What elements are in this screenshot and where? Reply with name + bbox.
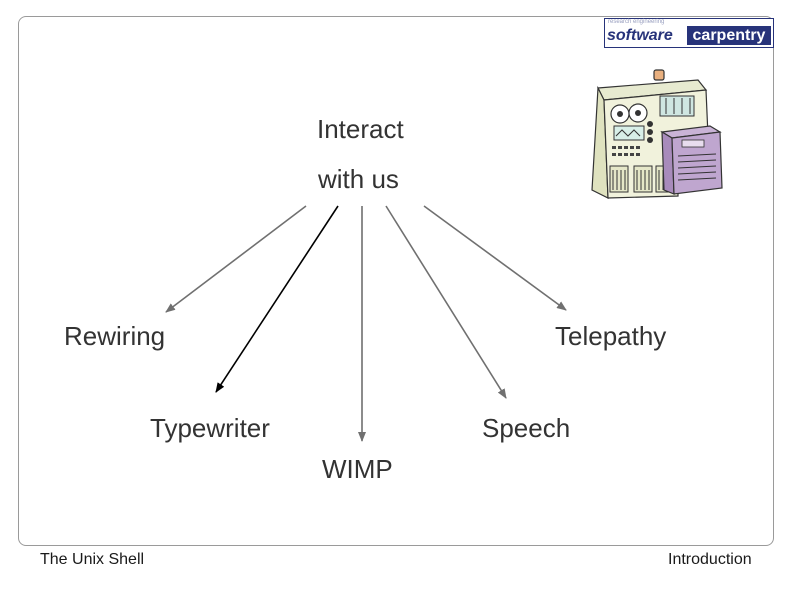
arrow-to-telepathy <box>423 205 567 311</box>
node-rewiring: Rewiring <box>64 321 166 351</box>
footer-left: The Unix Shell <box>40 551 145 568</box>
node-speech: Speech <box>482 413 571 443</box>
logo-word-software: software <box>607 27 673 44</box>
software-carpentry-logo: research engineering software carpentry <box>604 18 774 48</box>
center-label-line1: Interact <box>317 114 404 144</box>
node-telepathy: Telepathy <box>555 321 667 351</box>
arrow-to-speech <box>385 205 507 399</box>
node-typewriter: Typewriter <box>150 413 270 443</box>
logo-tagline: research engineering <box>608 19 665 25</box>
node-wimp: WIMP <box>322 454 393 484</box>
footer-right: Introduction <box>668 551 752 568</box>
arrow-to-rewiring <box>165 205 307 313</box>
vintage-computer-icon <box>591 69 723 199</box>
center-label-line2: with us <box>318 164 399 194</box>
logo-word-carpentry: carpentry <box>687 26 771 45</box>
slide-frame <box>18 16 774 546</box>
arrow-to-typewriter <box>215 205 339 393</box>
